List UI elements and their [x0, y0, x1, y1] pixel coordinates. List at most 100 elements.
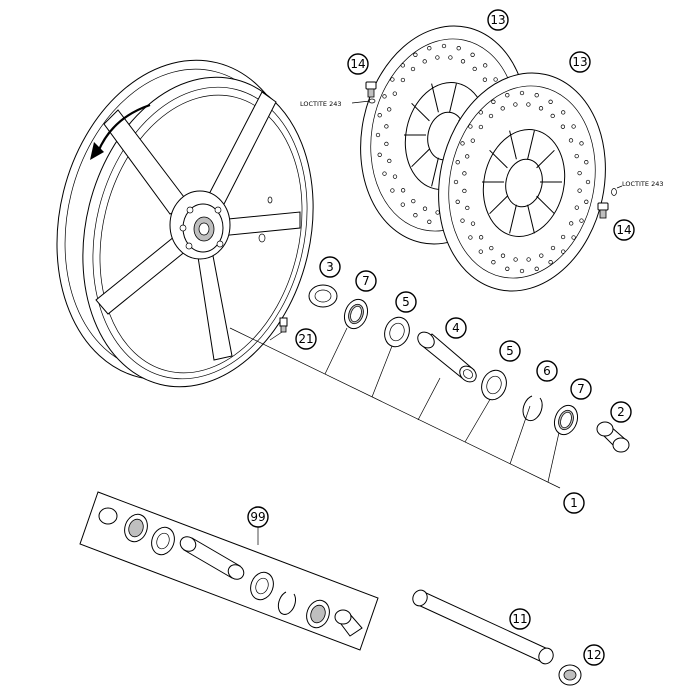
- rotation-arrow-icon: [90, 103, 151, 160]
- disc-hole: [422, 206, 428, 211]
- disc-hole: [472, 66, 477, 72]
- callout-number: 7: [362, 274, 370, 288]
- disc-hole: [538, 106, 544, 111]
- disc-hole: [427, 46, 432, 51]
- disc-hole: [482, 77, 488, 82]
- disc-hole: [465, 205, 470, 211]
- callout-number: 7: [577, 382, 585, 396]
- callout-circle: [610, 401, 632, 423]
- callout-nut: 12: [583, 644, 605, 666]
- valve-stem: [279, 317, 288, 333]
- callout-number: 14: [616, 223, 631, 237]
- callout-disc-right: 13: [569, 51, 591, 73]
- callout-bearing-left: 5: [395, 291, 417, 313]
- seal-left: [343, 298, 369, 330]
- callout-disc-left: 13: [487, 9, 509, 31]
- disc-hole: [526, 102, 531, 107]
- disc-hole: [435, 55, 440, 60]
- disc-carrier-arm: [509, 130, 517, 160]
- disc-hole: [448, 55, 453, 60]
- disc-hole: [422, 59, 427, 64]
- wheel-rim: [56, 59, 314, 388]
- disc-hole: [465, 154, 470, 159]
- bearing-right: [481, 369, 507, 401]
- disc-hole: [460, 59, 466, 64]
- disc-hole: [382, 94, 387, 99]
- callout-circle: [536, 360, 558, 382]
- callout-circle: [445, 317, 467, 339]
- disc-hole: [460, 141, 465, 146]
- callout-circle: [355, 270, 377, 292]
- disc-hole: [560, 234, 566, 240]
- disc-hole: [427, 219, 432, 224]
- front-axle: [412, 589, 554, 665]
- callout-number: 99: [250, 510, 265, 524]
- disc-carrier-arm: [431, 157, 439, 187]
- disc-hole: [488, 113, 494, 119]
- callout-number: 13: [490, 13, 505, 27]
- disc-hole: [571, 124, 576, 129]
- callout-circle: [613, 219, 635, 241]
- disc-hole: [483, 63, 488, 68]
- disc-hole: [478, 249, 483, 254]
- callout-circle: [295, 328, 317, 350]
- bearing-kit-box: [79, 491, 379, 651]
- disc-hole: [505, 266, 510, 271]
- disc-hole: [384, 141, 389, 147]
- loctite-label-right: LOCTITE 243: [622, 180, 663, 188]
- loctite-label-left: LOCTITE 243: [300, 100, 341, 108]
- disc-hole: [513, 257, 518, 262]
- disc-hole: [569, 221, 574, 226]
- disc-hole: [548, 260, 553, 265]
- disc-hole: [571, 235, 576, 240]
- callout-seal-left: 7: [355, 270, 377, 292]
- callout-kit: 99: [247, 506, 269, 528]
- disc-hole: [574, 205, 579, 210]
- disc-hole: [560, 124, 566, 129]
- spacer-tube: [417, 331, 477, 383]
- callout-number: 2: [617, 405, 625, 419]
- disc-hole: [390, 188, 395, 193]
- callout-number: 3: [326, 260, 334, 274]
- disc-hole: [470, 138, 475, 143]
- disc-hole: [468, 235, 473, 240]
- callout-valve: 21: [295, 328, 317, 350]
- disc-hole: [577, 170, 582, 176]
- disc-carrier-arm: [411, 102, 430, 122]
- disc-hole: [411, 198, 416, 204]
- disc-hole: [561, 110, 566, 115]
- bearing-left: [384, 316, 410, 348]
- disc-hole: [478, 110, 483, 115]
- disc-hole: [550, 113, 555, 119]
- disc-hole: [387, 158, 392, 164]
- disc-hole: [377, 113, 382, 118]
- disc-carrier-arm: [489, 149, 508, 169]
- callout-wheel: 1: [563, 492, 585, 514]
- callout-number: 6: [543, 364, 551, 378]
- disc-hole: [585, 179, 591, 185]
- disc-hole: [377, 152, 382, 157]
- disc-hole: [548, 99, 553, 104]
- disc-hole: [489, 245, 494, 251]
- callout-bushing-left: 3: [319, 256, 341, 278]
- disc-hole: [561, 249, 566, 254]
- disc-hole: [491, 260, 496, 265]
- disc-carrier-arm: [489, 195, 508, 215]
- disc-hole: [453, 179, 459, 185]
- disc-hole: [384, 124, 389, 129]
- disc-hole: [455, 160, 460, 165]
- callout-axle: 11: [509, 608, 531, 630]
- disc-carrier-arm: [509, 204, 517, 234]
- disc-hole: [462, 188, 467, 194]
- callout-circle: [569, 51, 591, 73]
- disc-hole: [519, 90, 525, 96]
- callout-circle: [499, 340, 521, 362]
- callout-number: 11: [512, 612, 527, 626]
- callout-number: 5: [506, 344, 514, 358]
- disc-hole: [441, 43, 447, 49]
- disc-hole: [460, 218, 465, 223]
- disc-hole: [539, 253, 544, 258]
- callout-number: 12: [586, 648, 601, 662]
- callout-circle: [487, 9, 509, 31]
- callout-circle: [570, 378, 592, 400]
